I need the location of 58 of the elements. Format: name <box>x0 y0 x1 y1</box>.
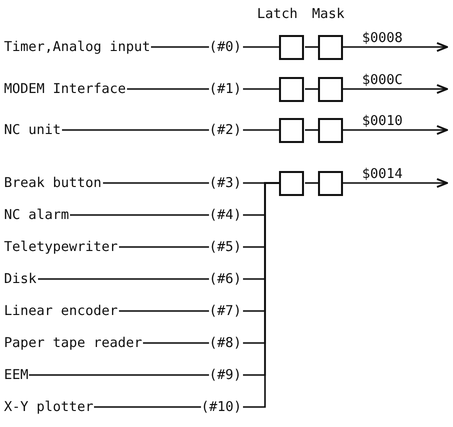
connector-line <box>305 46 318 48</box>
channel-number: (#2) <box>209 121 242 139</box>
arrow <box>343 42 448 52</box>
edge-label: $0010 <box>362 113 403 129</box>
channel-number: (#6) <box>209 270 242 288</box>
register-box <box>279 76 304 102</box>
interrupt-source: EEM <box>4 366 28 384</box>
channel-number: (#3) <box>209 174 242 192</box>
connector-line <box>70 214 209 216</box>
edge-label: $0014 <box>362 166 403 182</box>
channel-number: (#0) <box>209 38 242 56</box>
connector-line <box>127 88 209 90</box>
register-box <box>279 34 304 60</box>
connector-line <box>305 129 318 131</box>
column-heading: Latch <box>257 6 298 22</box>
register-box <box>318 76 343 102</box>
channel-number: (#5) <box>209 238 242 256</box>
interrupt-source: Timer,Analog input <box>4 38 150 56</box>
connector-line <box>62 129 209 131</box>
connector-line <box>305 88 318 90</box>
connector-line <box>119 310 209 312</box>
channel-number: (#10) <box>201 398 242 416</box>
channel-number: (#8) <box>209 334 242 352</box>
connector-line <box>151 46 209 48</box>
connector-line <box>29 374 209 376</box>
column-heading: Mask <box>312 6 345 22</box>
register-box <box>279 170 304 196</box>
interrupt-source: Break button <box>4 174 102 192</box>
interrupt-source: Disk <box>4 270 37 288</box>
edge-label: $000C <box>362 72 403 88</box>
register-box <box>318 118 343 142</box>
interrupt-source: Linear encoder <box>4 302 118 320</box>
connector-line <box>94 406 201 408</box>
arrow <box>343 178 448 188</box>
connector-line <box>243 129 279 131</box>
connector-line <box>243 46 279 48</box>
interrupt-source: X-Y plotter <box>4 398 94 416</box>
edge-label: $0008 <box>362 30 403 46</box>
interrupt-source: NC alarm <box>4 206 70 224</box>
connector-line <box>103 182 209 184</box>
register-box <box>279 118 304 142</box>
arrow <box>343 84 448 94</box>
connector-line <box>119 246 209 248</box>
interrupt-source: Teletypewriter <box>4 238 118 256</box>
interrupt-source: NC unit <box>4 121 61 139</box>
interrupt-source: Paper tape reader <box>4 334 142 352</box>
connector-line <box>243 88 279 90</box>
connector-line <box>305 182 318 184</box>
channel-number: (#7) <box>209 302 242 320</box>
register-box <box>318 170 343 196</box>
channel-number: (#4) <box>209 206 242 224</box>
interrupt-source: MODEM Interface <box>4 80 126 98</box>
channel-number: (#9) <box>209 366 242 384</box>
arrow <box>343 125 448 135</box>
connector-line <box>143 342 209 344</box>
channel-number: (#1) <box>209 80 242 98</box>
connector-line <box>38 278 209 280</box>
register-box <box>318 34 343 60</box>
